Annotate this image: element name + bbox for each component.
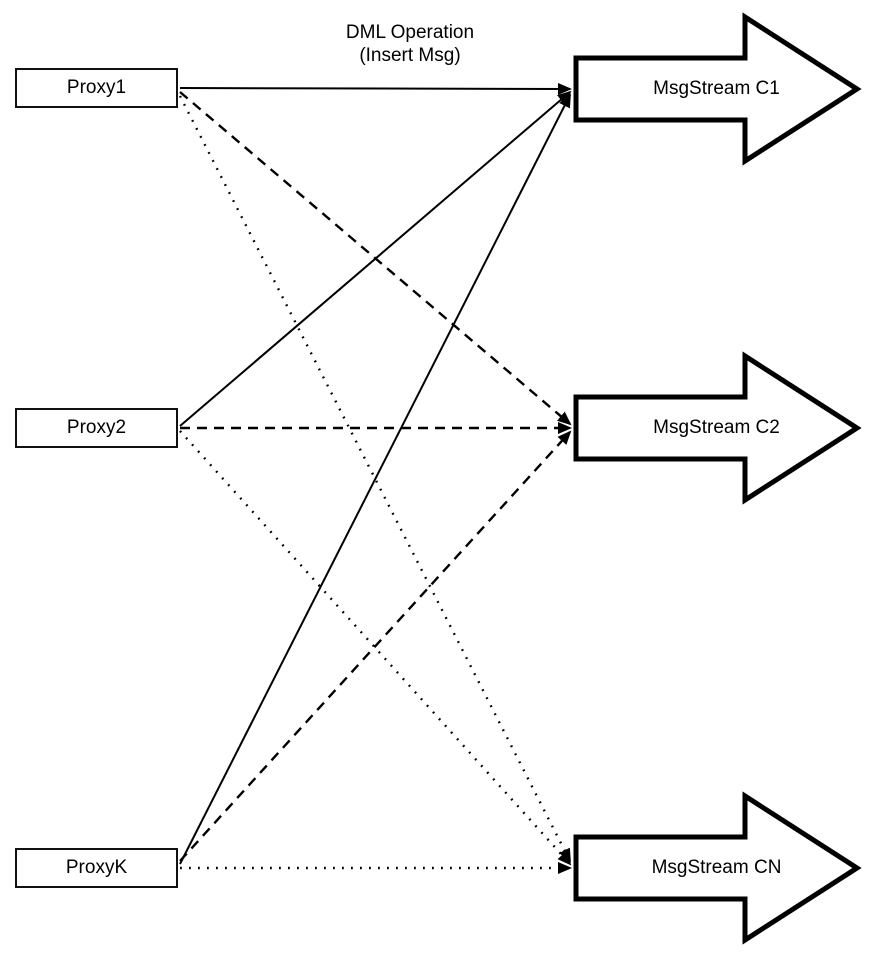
edge-label-dml-operation: DML Operation (Insert Msg) [290,21,530,67]
edge-proxy1-to-c1 [179,82,572,95]
edge-proxy1-to-c2 [179,91,572,426]
block-arrow-msgstream-c1 [573,12,862,166]
node-proxy2-label: Proxy2 [66,417,127,438]
block-arrow-msgstream-c2 [573,351,862,505]
edge-proxyk-to-c2 [179,430,572,862]
block-arrow-msgstream-cn [573,791,862,945]
node-proxy1-label: Proxy1 [66,77,127,98]
edge-label-line2: (Insert Msg) [359,45,461,66]
node-proxy2: Proxy2 [15,408,178,448]
node-proxy1: Proxy1 [15,68,178,108]
node-proxyk: ProxyK [15,848,178,888]
edge-label-line1: DML Operation [345,22,475,43]
node-proxyk-label: ProxyK [65,857,128,878]
edge-proxyk-to-c1 [179,93,571,865]
